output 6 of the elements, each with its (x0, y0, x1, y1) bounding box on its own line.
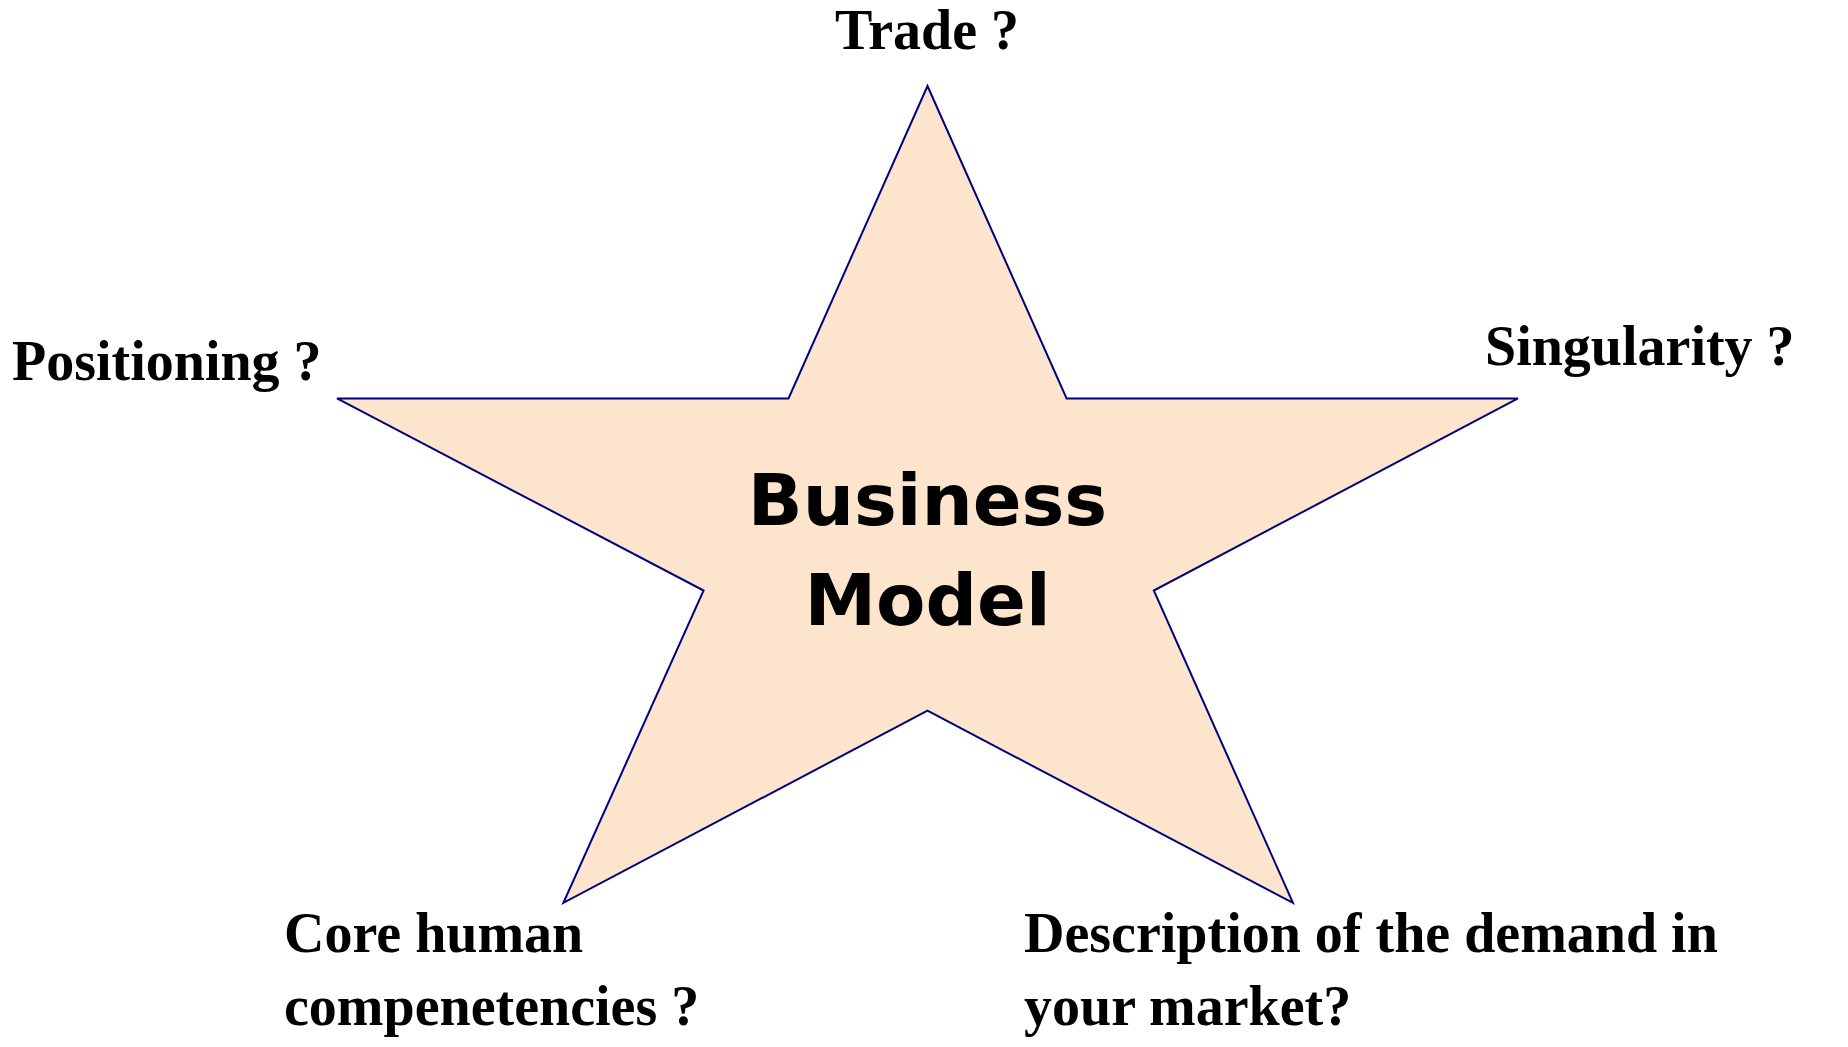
question-label: Core human compenetencies ? (284, 901, 701, 1039)
center-title: Business Model (746, 457, 1109, 644)
question-label: Positioning ? (12, 329, 323, 394)
question-label: Description of the demand in your market? (1024, 901, 1719, 1039)
question-label: Singularity ? (1485, 314, 1796, 379)
question-label: Trade ? (833, 0, 1021, 63)
